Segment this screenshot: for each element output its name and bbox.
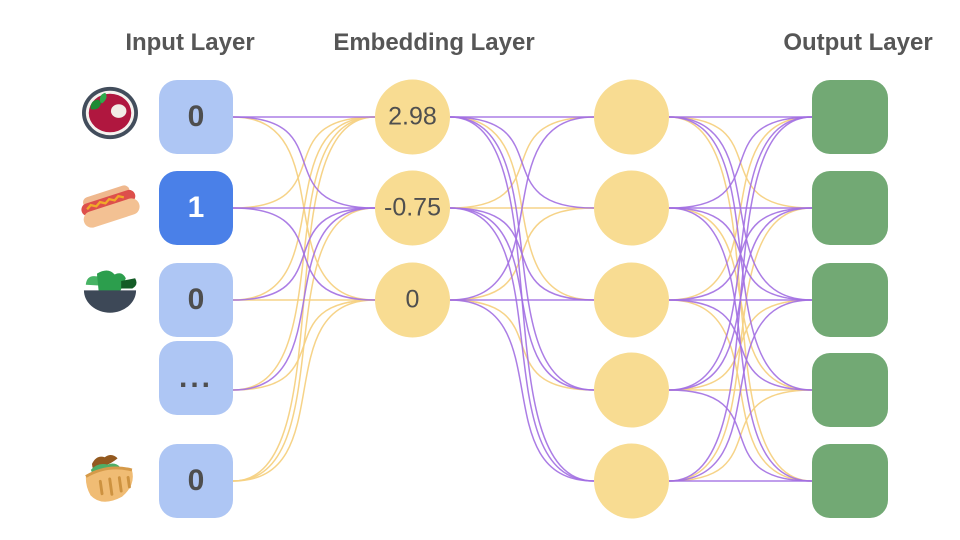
output-node-3 <box>812 263 888 337</box>
hidden-node-3 <box>594 262 669 338</box>
hidden-node-2 <box>594 170 669 246</box>
embedding-node-3: 0 <box>375 262 450 338</box>
input-node-hot-dog: 1 <box>159 171 233 245</box>
embedding-layer-title: Embedding Layer <box>333 29 535 56</box>
input-node-salad: 0 <box>159 263 233 337</box>
hidden-node-4 <box>594 352 669 428</box>
embedding-node-2: -0.75 <box>375 170 450 246</box>
stuffed-flatbread-icon <box>78 448 142 508</box>
output-node-1 <box>812 80 888 154</box>
salad-icon <box>78 265 142 325</box>
input-node-ellipsis: ... <box>159 341 233 415</box>
input-node-stuffed-flatbread: 0 <box>159 444 233 518</box>
hidden-node-1 <box>594 79 669 155</box>
embedding-node-1: 2.98 <box>375 79 450 155</box>
hot-dog-icon <box>78 177 142 237</box>
borscht-icon <box>78 83 142 143</box>
output-node-5 <box>812 444 888 518</box>
input-layer-title: Input Layer <box>125 29 255 56</box>
hidden-node-5 <box>594 443 669 519</box>
input-node-borscht: 0 <box>159 80 233 154</box>
output-layer-title: Output Layer <box>783 29 933 56</box>
output-node-2 <box>812 171 888 245</box>
output-node-4 <box>812 353 888 427</box>
